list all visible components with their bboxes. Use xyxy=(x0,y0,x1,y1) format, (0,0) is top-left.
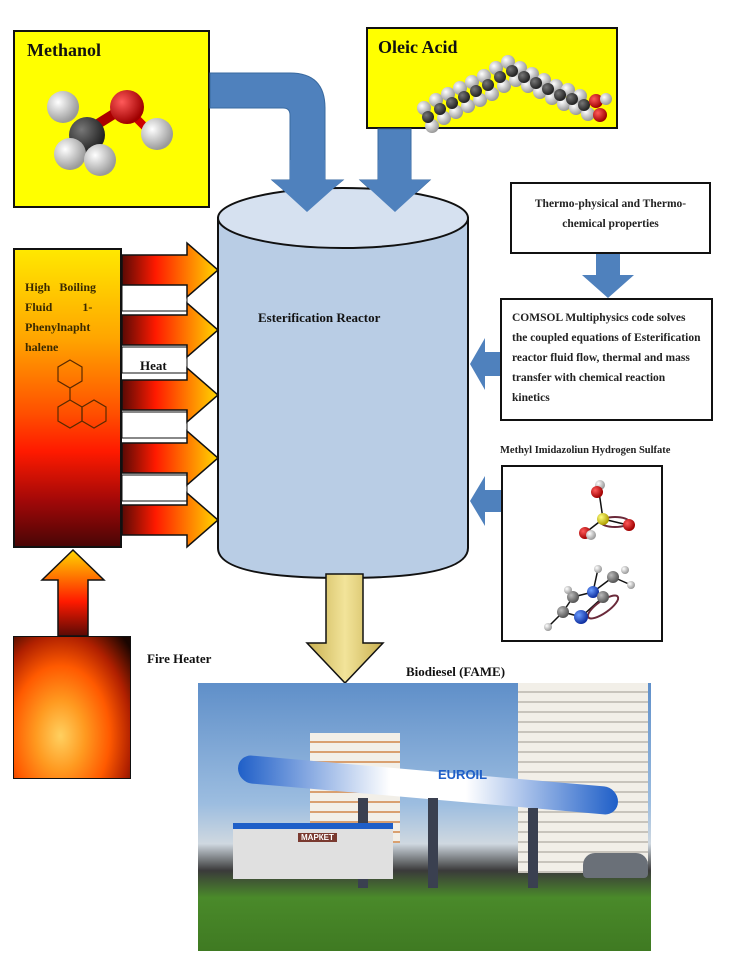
fuel-station-photo: EUROIL МАРКЕТ xyxy=(198,683,651,951)
heat-arrow xyxy=(121,366,220,424)
heat-fluid-line3: Phenylnapht xyxy=(25,320,91,334)
fire-image xyxy=(13,636,131,779)
car xyxy=(583,853,648,878)
market-sign: МАРКЕТ xyxy=(298,833,337,842)
heat-label: Heat xyxy=(140,358,167,373)
heat-gap xyxy=(121,474,188,502)
carbon-atom xyxy=(530,77,542,89)
reactor-label: Esterification Reactor xyxy=(258,310,381,325)
heat-gap xyxy=(121,346,188,374)
hydrogen-atom xyxy=(600,93,612,105)
carbon-atom xyxy=(578,99,590,111)
canopy-pillar xyxy=(428,798,438,888)
carbon-atom xyxy=(554,89,566,101)
heat-arrow xyxy=(121,491,220,549)
carbon-atom xyxy=(458,91,470,103)
phenylnaphthalene-structure-icon xyxy=(57,359,107,429)
heat-gap xyxy=(121,411,188,439)
heat-arrow xyxy=(121,241,220,299)
comsol-label: COMSOL Multiphysics code solves the coup… xyxy=(512,312,701,404)
oxygen-atom xyxy=(593,108,607,122)
methanol-label: Methanol xyxy=(27,40,101,60)
carbon-atom xyxy=(434,103,446,115)
oxygen-atom xyxy=(589,94,603,108)
fire-heater-label: Fire Heater xyxy=(147,651,212,666)
catalyst-label: Methyl Imidazoliun Hydrogen Sulfate xyxy=(500,445,671,456)
heat-fluid-line2: Fluid 1- xyxy=(25,300,93,314)
comsol-box: COMSOL Multiphysics code solves the coup… xyxy=(500,298,713,421)
building-right xyxy=(518,683,648,873)
carbon-atom xyxy=(494,71,506,83)
catalyst-box xyxy=(501,465,663,642)
oleic-acid-box: Oleic Acid xyxy=(366,27,618,133)
carbon-atom xyxy=(518,71,530,83)
carbon-atom xyxy=(482,79,494,91)
carbon-atom xyxy=(506,65,518,77)
heat-fluid-line1: High Boiling xyxy=(25,280,97,294)
oleic-acid-label: Oleic Acid xyxy=(378,37,458,57)
ionic-liquid-molecule-icon xyxy=(544,480,635,631)
properties-label: Thermo-physical and Thermo-chemical prop… xyxy=(534,198,687,230)
carbon-atom xyxy=(446,97,458,109)
properties-box: Thermo-physical and Thermo-chemical prop… xyxy=(510,182,711,254)
carbon-atom xyxy=(566,93,578,105)
carbon-atom xyxy=(470,85,482,97)
canopy-pillar xyxy=(528,808,538,888)
oleic-acid-molecule-icon xyxy=(417,55,612,133)
heat-fluid-line4: halene xyxy=(25,340,59,354)
heat-arrow xyxy=(121,301,220,359)
heat-fluid-box: High Boiling Fluid 1- Phenylnapht halene xyxy=(13,248,122,548)
carbon-atom xyxy=(542,83,554,95)
methanol-molecule-icon xyxy=(47,90,173,176)
market-building xyxy=(233,823,393,879)
station-sign: EUROIL xyxy=(438,767,488,782)
carbon-atom xyxy=(422,111,434,123)
methanol-box: Methanol xyxy=(13,30,210,208)
heat-arrow xyxy=(121,429,220,487)
heat-gap xyxy=(121,284,188,312)
biodiesel-label: Biodiesel (FAME) xyxy=(406,664,506,679)
